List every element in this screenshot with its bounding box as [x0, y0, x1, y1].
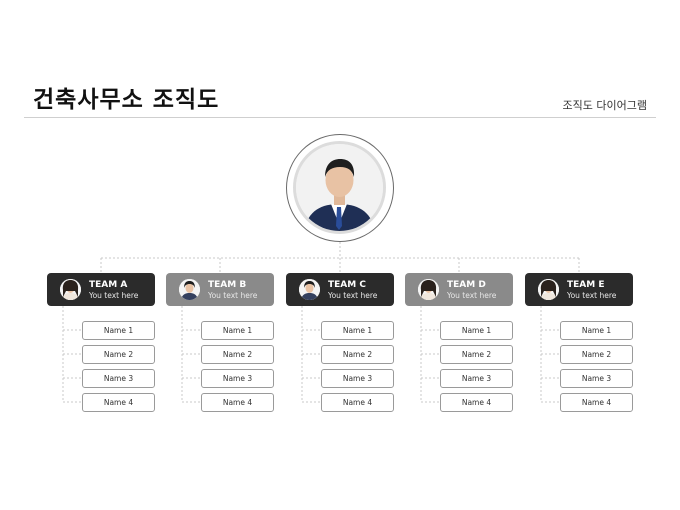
team-name: TEAM A [89, 280, 128, 290]
team-member-item[interactable]: Name 1 [440, 321, 513, 340]
team-member-item[interactable]: Name 1 [321, 321, 394, 340]
team-name: TEAM E [567, 280, 605, 290]
page-title: 건축사무소 조직도 [33, 87, 220, 113]
team-member-item[interactable]: Name 4 [201, 393, 274, 412]
page-subtitle: 조직도 다이어그램 [562, 99, 647, 112]
ceo-photo [293, 141, 386, 234]
team-member-item[interactable]: Name 2 [82, 345, 155, 364]
team-member-item[interactable]: Name 3 [321, 369, 394, 388]
team-member-item[interactable]: Name 2 [440, 345, 513, 364]
team-member-item[interactable]: Name 1 [82, 321, 155, 340]
team-avatar-icon [538, 279, 559, 300]
team-name: TEAM D [447, 280, 486, 290]
team-member-item[interactable]: Name 4 [82, 393, 155, 412]
ceo-portrait-frame[interactable] [286, 134, 394, 242]
team-member-item[interactable]: Name 3 [201, 369, 274, 388]
header-divider [24, 117, 656, 118]
team-member-item[interactable]: Name 4 [321, 393, 394, 412]
team-description: You text here [208, 291, 258, 300]
team-avatar-icon [418, 279, 439, 300]
team-description: You text here [447, 291, 497, 300]
team-description: You text here [89, 291, 139, 300]
team-member-item[interactable]: Name 2 [321, 345, 394, 364]
team-description: You text here [567, 291, 617, 300]
team-member-item[interactable]: Name 3 [82, 369, 155, 388]
team-member-item[interactable]: Name 4 [440, 393, 513, 412]
team-member-item[interactable]: Name 1 [201, 321, 274, 340]
team-avatar-icon [60, 279, 81, 300]
team-avatar-icon [179, 279, 200, 300]
team-member-item[interactable]: Name 3 [440, 369, 513, 388]
team-description: You text here [328, 291, 378, 300]
team-avatar-icon [299, 279, 320, 300]
team-member-item[interactable]: Name 2 [560, 345, 633, 364]
team-member-item[interactable]: Name 4 [560, 393, 633, 412]
team-member-item[interactable]: Name 1 [560, 321, 633, 340]
team-member-item[interactable]: Name 2 [201, 345, 274, 364]
team-name: TEAM C [328, 280, 366, 290]
team-member-item[interactable]: Name 3 [560, 369, 633, 388]
portrait-man-suit-icon [296, 144, 383, 231]
team-name: TEAM B [208, 280, 247, 290]
